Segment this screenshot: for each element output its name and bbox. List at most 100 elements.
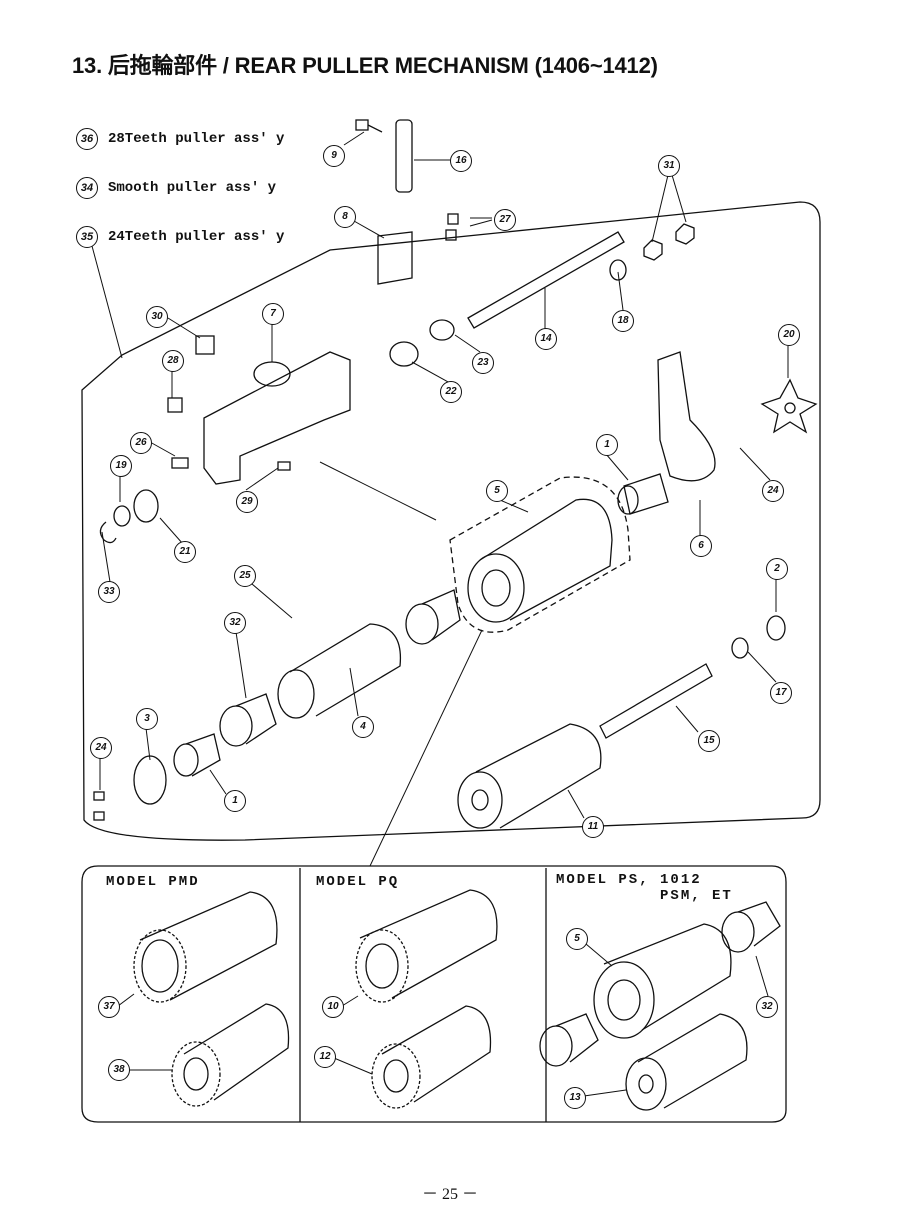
ps-roller-13 — [625, 1013, 748, 1111]
model-panels-frame — [81, 865, 787, 1123]
callout-5: 5 — [486, 480, 508, 502]
callout-9: 9 — [323, 145, 345, 167]
part-20-star — [760, 378, 818, 434]
page-number: － 25 － — [421, 1186, 478, 1203]
part-30-screw — [195, 335, 215, 355]
callout-29: 29 — [236, 491, 258, 513]
part-21-collar — [133, 489, 159, 523]
legend-item-28teeth: 36 28Teeth puller ass' y — [76, 128, 284, 150]
part-23-bushing — [429, 319, 455, 341]
callout-10: 10 — [322, 996, 344, 1018]
ps-roller-5 — [593, 923, 732, 1039]
part-11-roller — [475, 723, 602, 829]
part-33-clip — [99, 521, 117, 544]
part-17-washer — [731, 637, 749, 659]
callout-26: 26 — [130, 432, 152, 454]
part-26-setscrew — [171, 457, 189, 469]
part-32-bearing — [219, 705, 253, 747]
callout-11: 11 — [582, 816, 604, 838]
part-3-flange — [133, 755, 167, 805]
callout-27: 27 — [494, 209, 516, 231]
part-1-collar-upper — [623, 473, 669, 515]
ps-bearing-left — [539, 1013, 599, 1067]
callout-16: 16 — [450, 150, 472, 172]
callout-12: 12 — [314, 1046, 336, 1068]
part-8-bracket — [377, 231, 413, 285]
legend-num: 34 — [76, 177, 98, 199]
callout-2: 2 — [766, 558, 788, 580]
callout-38: 38 — [108, 1059, 130, 1081]
part-16-pin — [395, 119, 413, 193]
part-9-screw — [355, 119, 383, 133]
part-5-roller — [479, 498, 613, 621]
leader-lines — [91, 131, 789, 867]
model-leader-lines — [117, 943, 769, 1097]
model-ps-label: MODEL PS, 1012 PSM, ET — [556, 872, 733, 904]
part-2-washer — [766, 615, 786, 641]
part-7-frame — [203, 351, 351, 485]
callout-23: 23 — [472, 352, 494, 374]
part-1-collar-lower — [173, 743, 199, 777]
callout-24-lower: 24 — [90, 737, 112, 759]
callout-6: 6 — [690, 535, 712, 557]
callout-33: 33 — [98, 581, 120, 603]
part-19-washer — [113, 505, 131, 527]
callout-1-lower: 1 — [224, 790, 246, 812]
part-5-highlight — [449, 476, 631, 633]
callout-32: 32 — [224, 612, 246, 634]
callout-37: 37 — [98, 996, 120, 1018]
callout-32-ps: 32 — [756, 996, 778, 1018]
callout-19: 19 — [110, 455, 132, 477]
callout-31: 31 — [658, 155, 680, 177]
callout-8: 8 — [334, 206, 356, 228]
gear-12 — [371, 1005, 492, 1109]
callout-1-upper: 1 — [596, 434, 618, 456]
callout-25: 25 — [234, 565, 256, 587]
callout-17: 17 — [770, 682, 792, 704]
page-title: 13. 后拖輪部件 / REAR PULLER MECHANISM (1406~… — [72, 53, 658, 78]
part-4-sleeve — [289, 623, 402, 717]
part-14-shaft — [467, 231, 625, 329]
part-22-bushing — [389, 341, 419, 367]
legend-num: 35 — [76, 226, 98, 248]
part-29-setscrew — [277, 461, 291, 471]
part-15-shaft — [599, 663, 713, 739]
callout-5-ps: 5 — [566, 928, 588, 950]
legend-num: 36 — [76, 128, 98, 150]
gear-10 — [355, 889, 498, 1003]
callout-4: 4 — [352, 716, 374, 738]
callout-21: 21 — [174, 541, 196, 563]
callout-24-upper: 24 — [762, 480, 784, 502]
part-31-nut-b — [675, 223, 695, 245]
callout-22: 22 — [440, 381, 462, 403]
part-7-boss — [253, 361, 291, 387]
legend-text: Smooth puller ass' y — [108, 180, 277, 196]
callout-15: 15 — [698, 730, 720, 752]
legend-text: 24Teeth puller ass' y — [108, 229, 285, 245]
legend-text: 28Teeth puller ass' y — [108, 131, 285, 147]
callout-30: 30 — [146, 306, 168, 328]
assembly-frame — [81, 201, 821, 841]
callout-3: 3 — [136, 708, 158, 730]
part-6-lever — [657, 351, 716, 482]
part-needle-bearing — [405, 603, 439, 645]
callout-18: 18 — [612, 310, 634, 332]
gear-38 — [171, 1003, 290, 1107]
legend-item-smooth: 34 Smooth puller ass' y — [76, 177, 276, 199]
callout-7: 7 — [262, 303, 284, 325]
callout-14: 14 — [535, 328, 557, 350]
part-28-screw — [167, 397, 183, 413]
gear-37 — [133, 891, 278, 1003]
part-27-screws — [445, 213, 459, 241]
callout-20: 20 — [778, 324, 800, 346]
callout-28: 28 — [162, 350, 184, 372]
model-pq-label: MODEL PQ — [316, 874, 400, 890]
part-24-screws-lower — [93, 791, 105, 821]
legend-item-24teeth: 35 24Teeth puller ass' y — [76, 226, 284, 248]
part-31-nut-a — [643, 239, 663, 261]
model-pmd-label: MODEL PMD — [106, 874, 200, 890]
ps-bearing-32 — [721, 901, 781, 953]
part-18-washer — [609, 259, 627, 281]
callout-13: 13 — [564, 1087, 586, 1109]
